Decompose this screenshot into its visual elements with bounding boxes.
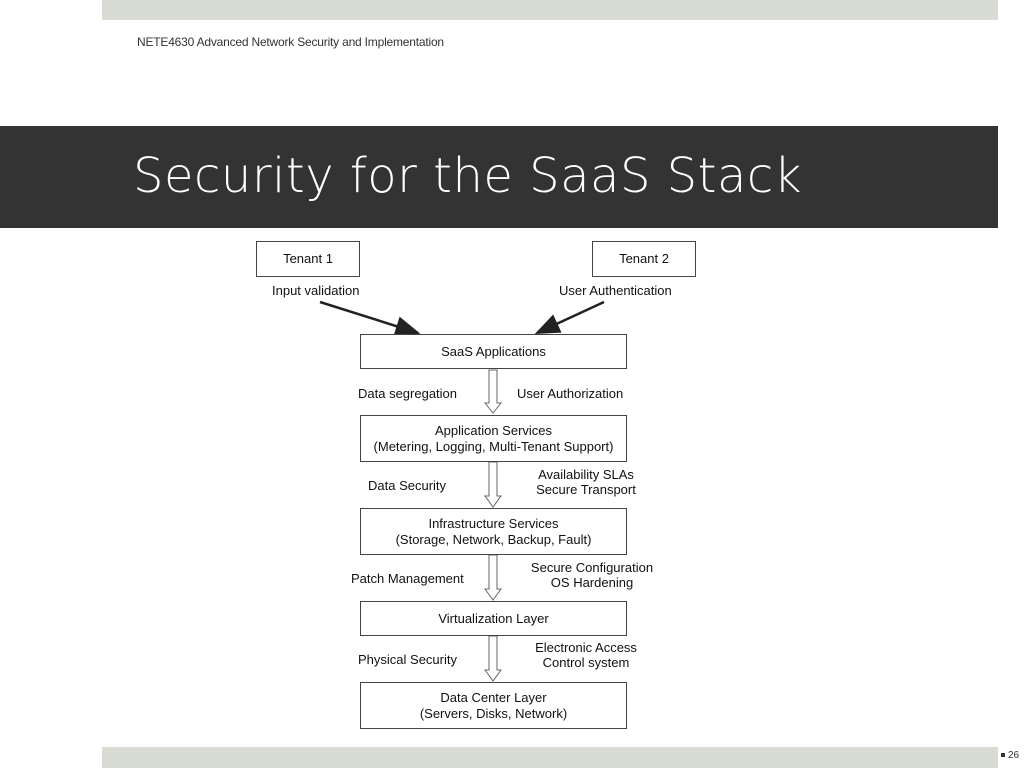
electronic-access-label: Electronic Access Control system: [526, 640, 646, 670]
layer-line: Infrastructure Services: [428, 515, 559, 531]
tenant-2-label: Tenant 2: [619, 251, 669, 266]
course-header: NETE4630 Advanced Network Security and I…: [137, 35, 444, 49]
physical-security-label: Physical Security: [358, 652, 457, 667]
label-line: Availability SLAs: [538, 467, 634, 482]
layer-line: (Metering, Logging, Multi-Tenant Support…: [373, 438, 614, 454]
user-authentication-label: User Authentication: [559, 283, 672, 298]
input-validation-label: Input validation: [272, 283, 360, 298]
title-bar: [0, 126, 998, 228]
stack-arrow-2: [484, 461, 502, 508]
page-number-value: 26: [1008, 750, 1020, 761]
stack-arrow-1: [483, 369, 503, 414]
tenant-1-label: Tenant 1: [283, 251, 333, 266]
secure-config-label: Secure Configuration OS Hardening: [522, 560, 662, 590]
slide-title: Security for the SaaS Stack: [133, 148, 803, 204]
saas-applications-box: SaaS Applications: [360, 334, 627, 369]
application-services-box: Application Services (Metering, Logging,…: [360, 415, 627, 462]
data-center-layer-box: Data Center Layer (Servers, Disks, Netwo…: [360, 682, 627, 729]
bullet-icon: [1001, 753, 1005, 758]
stack-arrow-4: [484, 635, 502, 682]
bottom-decorative-band: [102, 747, 998, 768]
patch-management-label: Patch Management: [351, 571, 464, 586]
data-security-label: Data Security: [368, 478, 447, 493]
virtualization-layer-box: Virtualization Layer: [360, 601, 627, 636]
layer-line: SaaS Applications: [441, 343, 546, 359]
layer-line: Application Services: [434, 422, 553, 438]
tenant1-arrow: [319, 300, 421, 336]
label-line: Control system: [542, 655, 630, 670]
infrastructure-services-box: Infrastructure Services (Storage, Networ…: [360, 508, 627, 555]
layer-line: (Storage, Network, Backup, Fault): [395, 531, 592, 547]
layer-line: Data Center Layer: [440, 689, 547, 705]
label-line: OS Hardening: [550, 575, 634, 590]
label-line: Secure Transport: [536, 482, 636, 497]
layer-line: Virtualization Layer: [438, 610, 549, 626]
label-line: Electronic Access: [535, 640, 637, 655]
top-decorative-band: [102, 0, 998, 20]
tenant2-arrow: [534, 300, 605, 335]
label-line: Secure Configuration: [530, 560, 654, 575]
tenant-1-box: Tenant 1: [256, 241, 360, 277]
layer-line: (Servers, Disks, Network): [419, 705, 568, 721]
page-number: 26: [1001, 750, 1019, 761]
availability-transport-label: Availability SLAs Secure Transport: [528, 467, 644, 497]
stack-arrow-3: [484, 554, 502, 601]
user-authorization-label: User Authorization: [517, 386, 624, 401]
data-segregation-label: Data segregation: [358, 386, 458, 401]
tenant-2-box: Tenant 2: [592, 241, 696, 277]
